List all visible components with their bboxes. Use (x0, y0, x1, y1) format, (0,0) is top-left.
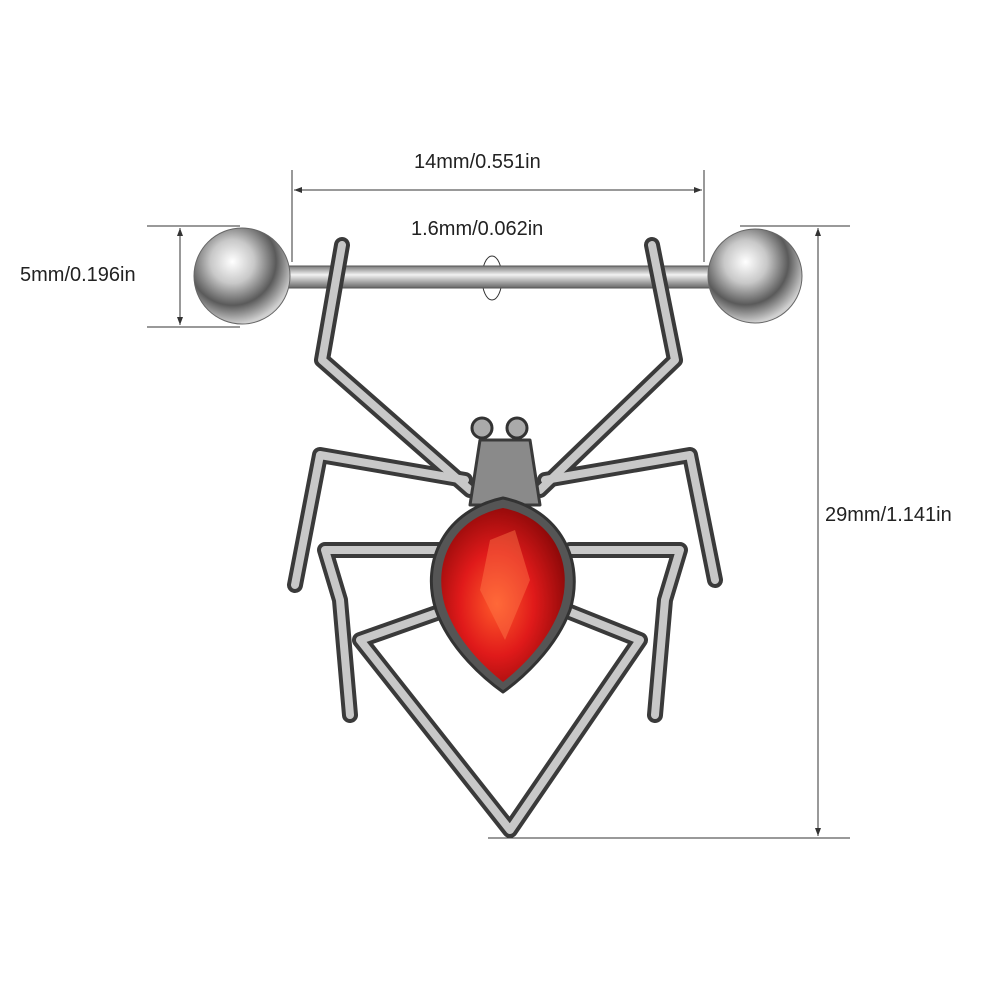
left-ball (193, 227, 291, 325)
width-label: 14mm/0.551in (414, 151, 541, 173)
red-gem (441, 508, 565, 682)
arrowheads (177, 187, 821, 836)
dimension-lines (147, 170, 850, 839)
barbell-bar (239, 265, 761, 289)
spider-eye-right (505, 416, 529, 440)
spider-head (468, 438, 542, 507)
gem-facet-highlight (480, 530, 530, 640)
height-label: 29mm/1.141in (825, 504, 952, 526)
bar-gauge-label: 1.6mm/0.062in (411, 218, 544, 240)
ball-size-label: 5mm/0.196in (20, 264, 136, 286)
right-ball (707, 228, 803, 324)
spider-charm (287, 237, 723, 838)
spider-eye-left (470, 416, 494, 440)
